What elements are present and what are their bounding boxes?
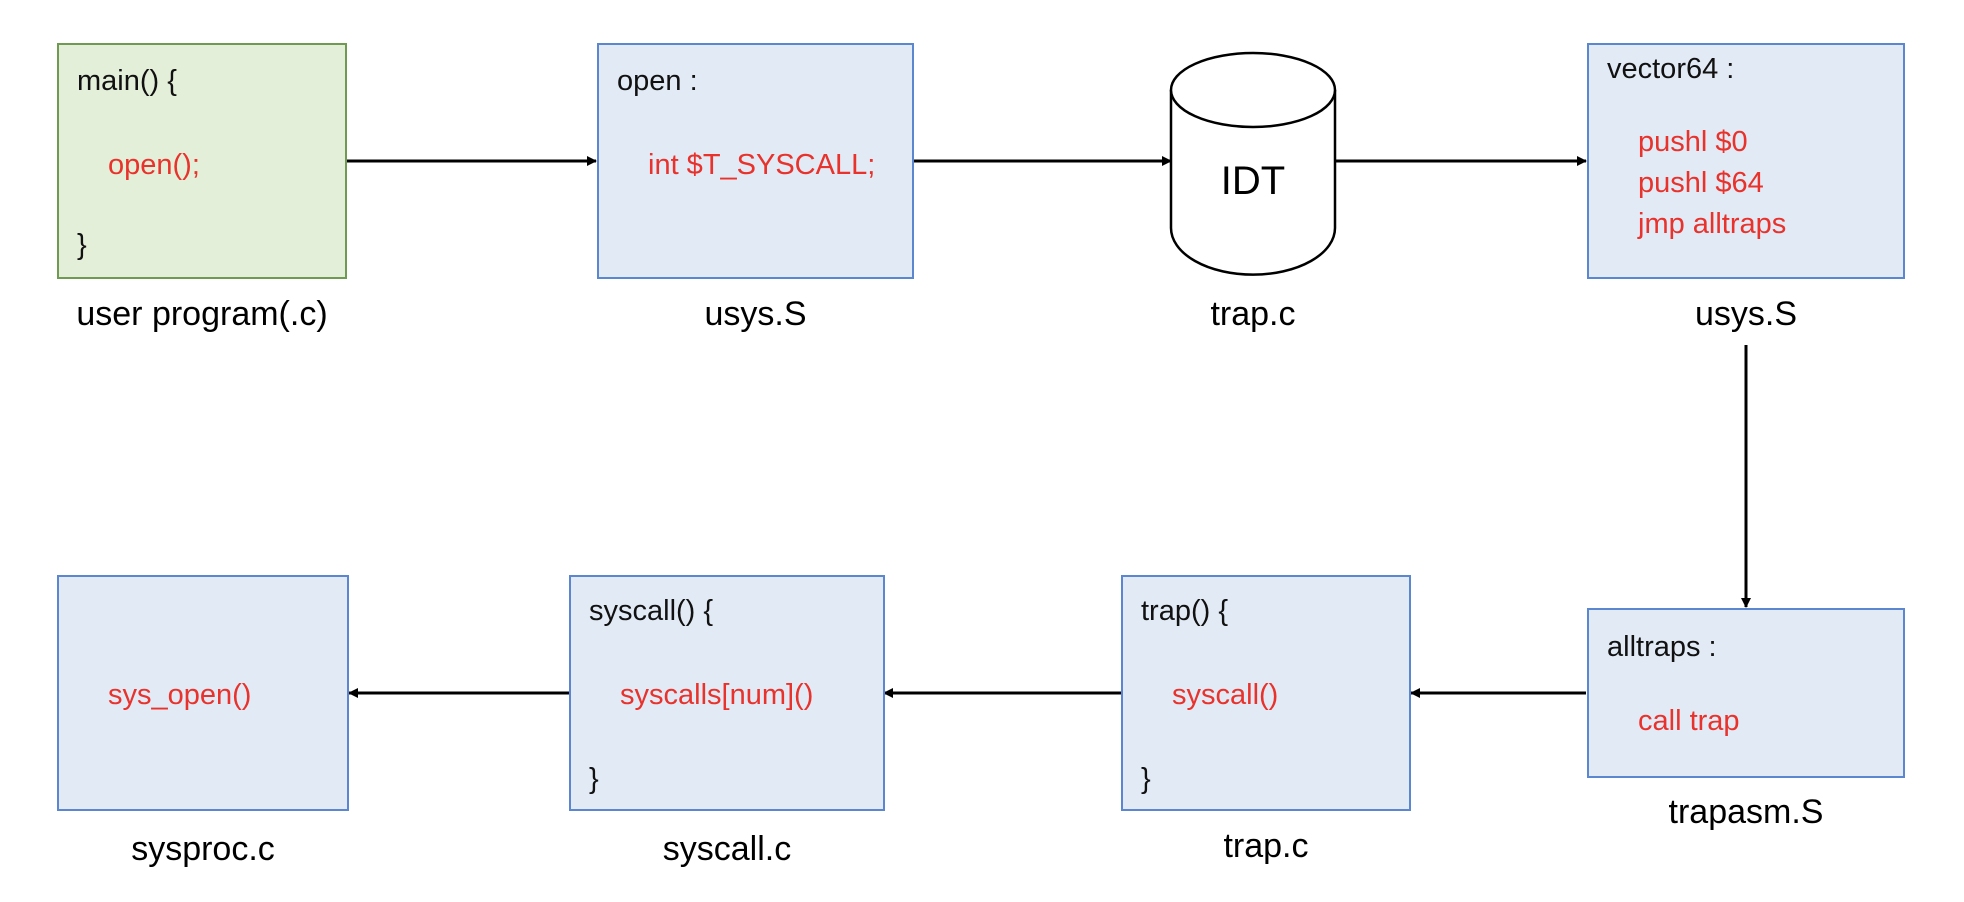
sysproc-box: sys_open() [57, 575, 349, 811]
caption-trap: trap.c [1223, 827, 1309, 865]
code-line: alltraps : [1607, 631, 1717, 663]
caption-trapasm: trapasm.S [1668, 793, 1824, 831]
code-line: trap() { [1141, 595, 1229, 627]
code-line: int $T_SYSCALL; [648, 149, 876, 181]
code-line: vector64 : [1607, 53, 1735, 85]
code-line: } [1141, 763, 1151, 795]
code-line: } [77, 229, 87, 261]
caption-idt: trap.c [1210, 295, 1296, 333]
code-line: sys_open() [108, 679, 252, 711]
caption-syscall: syscall.c [662, 830, 792, 868]
code-line: open(); [108, 149, 200, 181]
code-line: pushl $64 [1638, 167, 1764, 199]
code-line: jmp alltraps [1638, 208, 1787, 240]
code-line: open : [617, 65, 698, 97]
idt-label: IDT [1221, 159, 1285, 203]
code-line: call trap [1638, 705, 1740, 737]
code-line: } [589, 763, 599, 795]
code-line: syscall() { [589, 595, 714, 627]
code-line: main() { [77, 65, 177, 97]
caption-user-program: user program(.c) [76, 295, 328, 333]
idt-cylinder: IDT [1169, 51, 1337, 276]
code-line: pushl $0 [1638, 126, 1748, 158]
code-line: syscall() [1172, 679, 1279, 711]
trap-box: trap() { syscall() } [1121, 575, 1411, 811]
syscall-box: syscall() { syscalls[num]() } [569, 575, 885, 811]
usys-open-box: open : int $T_SYSCALL; [597, 43, 914, 279]
user-program-box: main() { open(); } [57, 43, 347, 279]
caption-usys-vector: usys.S [1694, 295, 1798, 333]
code-line: syscalls[num]() [620, 679, 814, 711]
caption-usys-open: usys.S [704, 295, 807, 333]
trapasm-box: alltraps : call trap [1587, 608, 1905, 778]
usys-vector-box: vector64 : pushl $0 pushl $64 jmp alltra… [1587, 43, 1905, 279]
caption-sysproc: sysproc.c [131, 830, 275, 868]
